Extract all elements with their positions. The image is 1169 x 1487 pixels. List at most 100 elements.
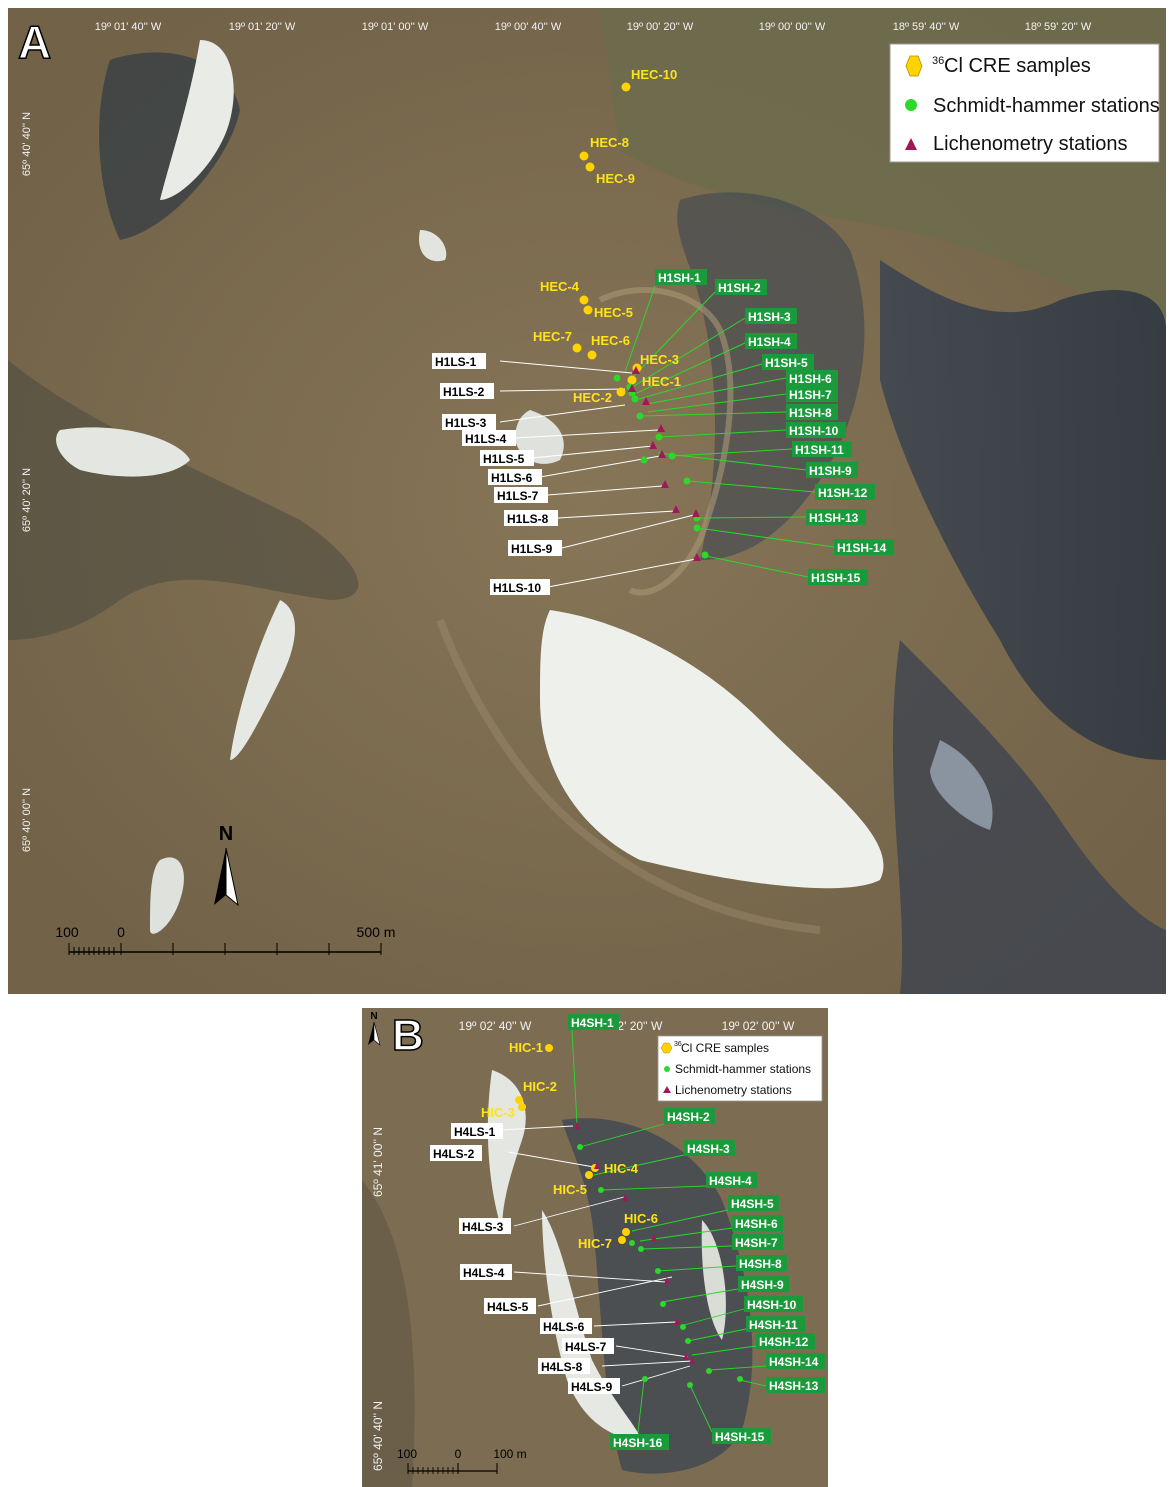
lichen-label: H1LS-8: [507, 512, 549, 526]
panel-letter-b: B: [392, 1011, 424, 1060]
schmidt-station-marker: [638, 1246, 644, 1252]
latitude-labels-b: 65º 41' 00'' N 65º 40' 40'' N: [371, 1127, 385, 1471]
cre-labels-a: HEC-10 HEC-8 HEC-9 HEC-4 HEC-5 HEC-7 HEC…: [533, 67, 681, 405]
lon-label: 18º 59' 40'' W: [893, 21, 960, 33]
lichen-label: H4LS-8: [541, 1360, 583, 1374]
cre-label: HEC-7: [533, 329, 572, 344]
lichen-station-marker: [661, 480, 669, 488]
map-panel-b: B N 19º 02' 40'' W 19º 02' 20'' W 19º 02…: [362, 1008, 828, 1487]
legend-a: 36 Cl CRE samples Schmidt-hammer station…: [889, 43, 1160, 163]
schmidt-label: H1SH-10: [789, 424, 839, 438]
legend-lichen-label: Lichenometry stations: [933, 133, 1128, 155]
lichen-station-marker: [689, 1357, 695, 1364]
cre-label: HIC-7: [578, 1236, 612, 1251]
schmidt-label: H4SH-10: [747, 1298, 797, 1312]
north-label: N: [219, 823, 233, 845]
cre-label: HEC-4: [540, 279, 580, 294]
cre-sample-marker: [518, 1103, 526, 1111]
schmidt-station-icon: [664, 1066, 670, 1072]
schmidt-station-marker: [629, 1240, 635, 1246]
lichen-station-marker: [664, 1277, 670, 1284]
lichen-label: H1LS-9: [511, 542, 553, 556]
lichen-markers-a: [628, 366, 701, 561]
snow-patch-1: [160, 40, 234, 200]
cre-sample-marker: [572, 343, 582, 353]
schmidt-label: H4SH-2: [667, 1110, 710, 1124]
schmidt-station-marker: [701, 551, 709, 559]
schmidt-label: H1SH-13: [809, 511, 859, 525]
lat-label: 65º 40' 40'' N: [371, 1401, 385, 1471]
cre-sample-marker: [622, 1228, 630, 1236]
longitude-labels-b: 19º 02' 40'' W 19º 02' 20'' W 19º 02' 00…: [459, 1019, 795, 1033]
legend-cre-label: Cl CRE samples: [681, 1041, 769, 1055]
lichen-station-marker: [692, 509, 700, 517]
moraine-ridge-2: [436, 618, 821, 934]
lichen-label: H4LS-2: [433, 1147, 475, 1161]
schmidt-label: H1SH-3: [748, 310, 791, 324]
schmidt-station-marker: [598, 1187, 604, 1193]
snow-patch-4: [230, 600, 295, 760]
legend-schmidt-label: Schmidt-hammer stations: [675, 1062, 811, 1076]
lichen-station-icon: [663, 1086, 671, 1093]
cre-label: HIC-2: [523, 1079, 557, 1094]
schmidt-label: H1SH-12: [818, 486, 868, 500]
lichen-label: H1LS-5: [483, 452, 525, 466]
lichen-station-marker: [693, 553, 701, 561]
north-arrow-a: N: [214, 823, 239, 907]
scale-bar-b: 100 0 100 m: [397, 1447, 527, 1474]
lat-label: 65º 40' 20'' N: [21, 468, 33, 532]
cre-label: HEC-9: [596, 171, 635, 186]
lichen-labels-a: H1LS-1 H1LS-2 H1LS-3 H1LS-4 H1LS-5 H1LS-…: [432, 353, 562, 595]
schmidt-labels-a: H1SH-1 H1SH-2 H1SH-3 H1SH-4 H1SH-5 H1SH-…: [655, 269, 894, 585]
schmidt-label: H1SH-9: [809, 464, 852, 478]
schmidt-labels-b: H4SH-1 H4SH-2 H4SH-3 H4SH-4 H4SH-5 H4SH-…: [568, 1014, 825, 1450]
lichen-label: H4LS-3: [462, 1220, 504, 1234]
lat-label: 65º 40' 00'' N: [21, 788, 33, 852]
lon-label: 19º 02' 00'' W: [722, 1019, 795, 1033]
legend-cre-label: Cl CRE samples: [944, 55, 1091, 77]
lon-label: 19º 01' 40'' W: [95, 21, 162, 33]
cre-label: HEC-6: [591, 333, 630, 348]
schmidt-station-marker: [685, 1338, 691, 1344]
lichen-station-marker: [574, 1122, 580, 1129]
lichen-markers-b: [574, 1122, 695, 1364]
lichen-label: H4LS-6: [543, 1320, 585, 1334]
schmidt-station-marker: [640, 456, 648, 464]
lichen-station-icon: [905, 138, 917, 150]
snow-patch-3: [56, 427, 190, 477]
scale-label-right: 500 m: [357, 924, 396, 940]
schmidt-station-marker: [655, 433, 663, 441]
cre-label: HIC-5: [553, 1182, 587, 1197]
shadow-ridge-south: [892, 640, 1166, 994]
legend-lichen-label: Lichenometry stations: [675, 1083, 792, 1097]
lichen-station-marker: [632, 366, 640, 374]
schmidt-label: H4SH-8: [739, 1257, 782, 1271]
lichen-station-marker: [651, 1234, 657, 1241]
legend-cre-superscript: 36: [932, 55, 944, 67]
schmidt-station-icon: [905, 99, 917, 111]
cre-labels-b: HIC-1 HIC-2 HIC-3 HIC-4 HIC-5 HIC-6 HIC-…: [481, 1040, 658, 1251]
schmidt-station-marker: [683, 477, 691, 485]
schmidt-label: H1SH-7: [789, 388, 832, 402]
schmidt-label: H1SH-14: [837, 541, 887, 555]
schmidt-label: H4SH-13: [769, 1379, 819, 1393]
lichen-station-marker: [672, 505, 680, 513]
cre-label: HEC-2: [573, 390, 612, 405]
cre-label: HIC-4: [604, 1161, 639, 1176]
scale-label-right: 100 m: [493, 1447, 526, 1461]
schmidt-label: H4SH-16: [613, 1436, 663, 1450]
schmidt-label: H4SH-14: [769, 1355, 819, 1369]
map-panel-a: 19º 01' 40'' W 19º 01' 20'' W 19º 01' 00…: [8, 8, 1166, 994]
lon-label: 19º 00' 00'' W: [759, 21, 826, 33]
lichen-station-marker: [674, 1318, 680, 1325]
connector-lines-b: [500, 1029, 767, 1433]
schmidt-label: H1SH-2: [718, 281, 761, 295]
snow-patch-2: [540, 610, 884, 889]
schmidt-label: H1SH-11: [795, 443, 844, 457]
lichen-label: H1LS-7: [497, 489, 539, 503]
cre-label: HEC-8: [590, 135, 629, 150]
snow-patch-6: [419, 230, 447, 262]
schmidt-label: H4SH-15: [715, 1430, 765, 1444]
scale-label-left: 100: [55, 924, 79, 940]
lichen-station-marker: [649, 441, 657, 449]
